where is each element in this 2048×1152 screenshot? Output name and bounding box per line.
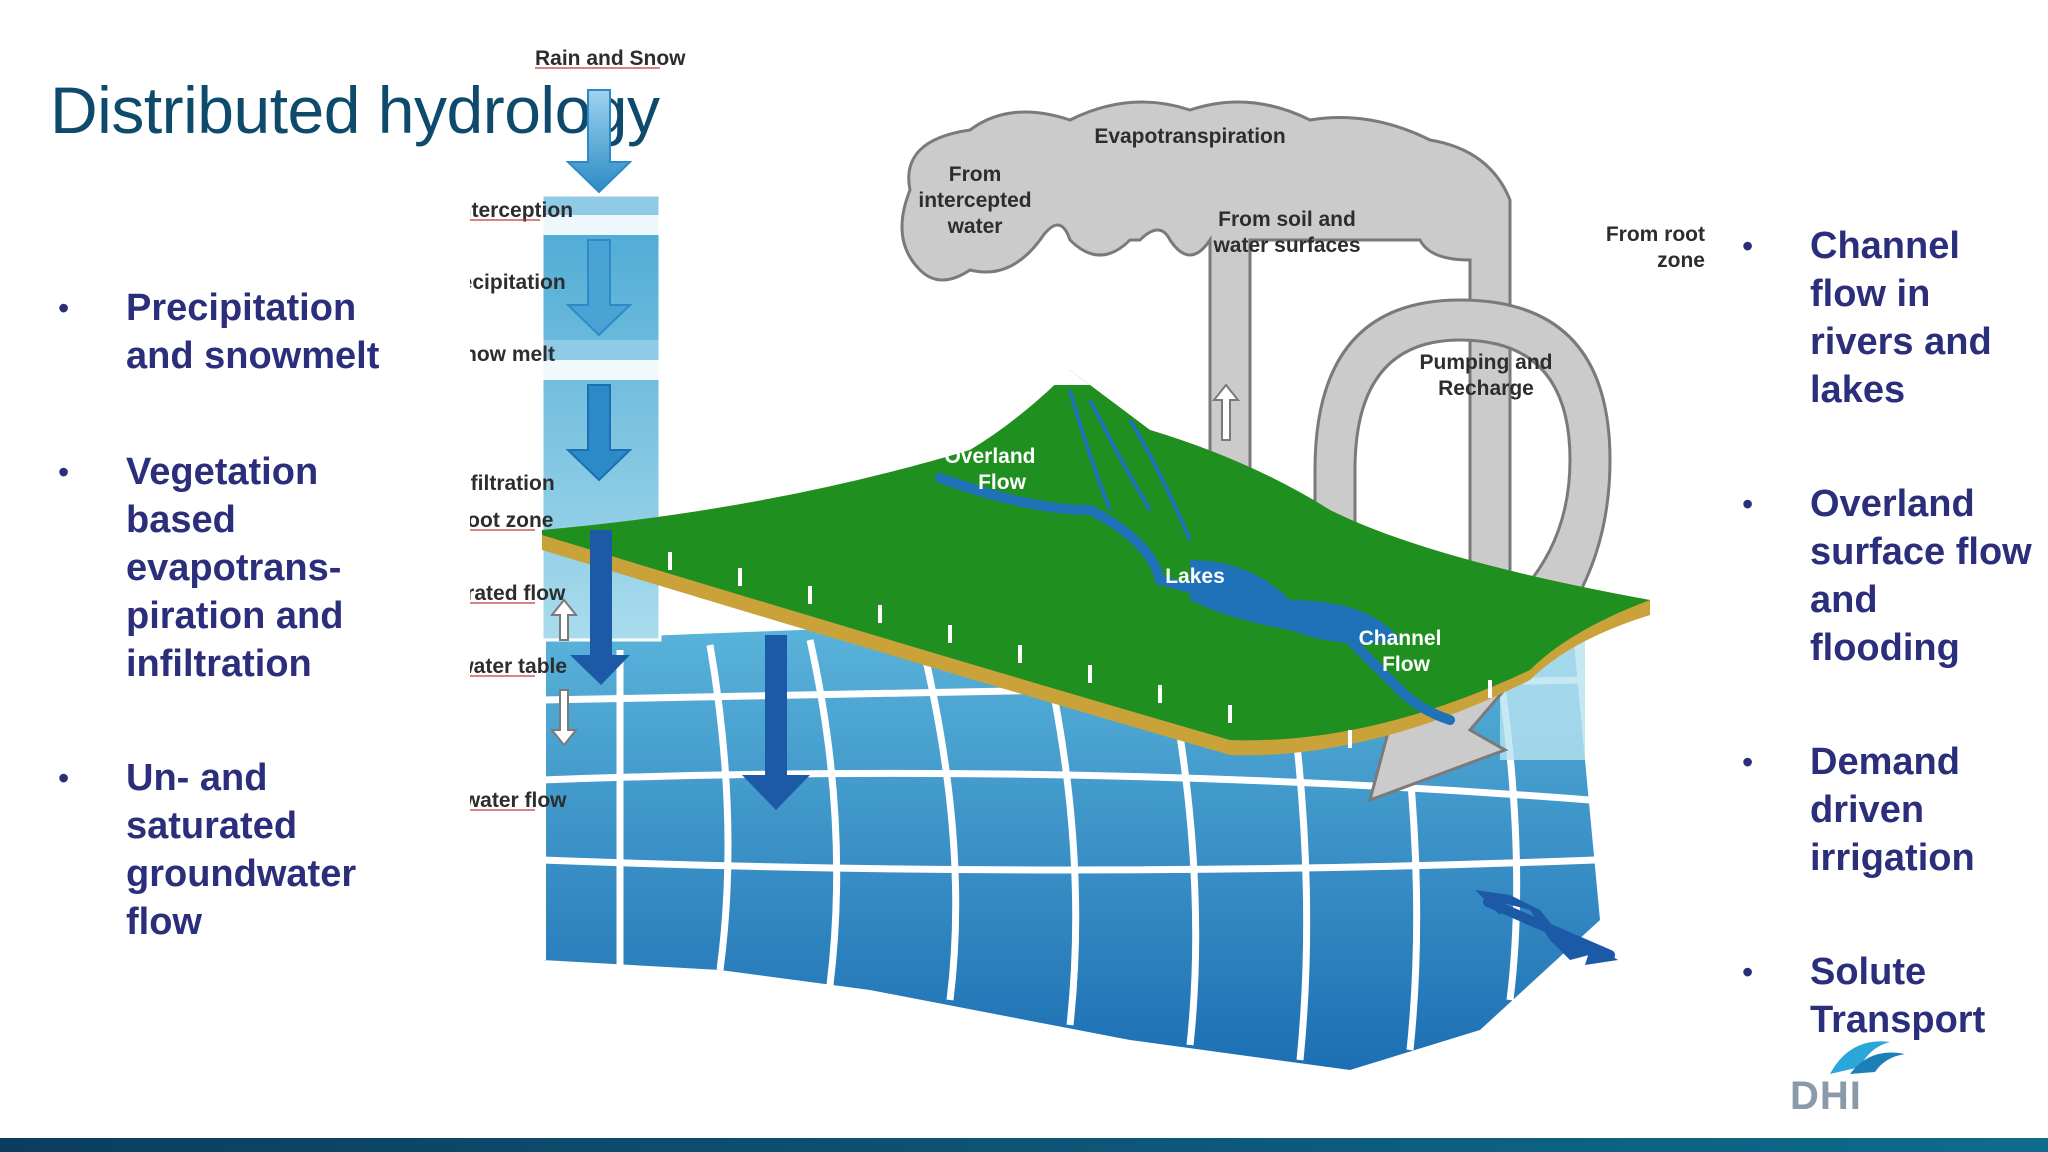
label-from-soil-line-1: From soil and	[1218, 208, 1356, 231]
label-net-precipitation: Net precipitation	[470, 271, 566, 294]
label-snow-melt: Snow melt	[470, 343, 555, 366]
bullet-groundwater: Un- and saturated groundwater flow	[50, 754, 430, 946]
label-unsaturated-flow: Unsaturated flow	[470, 582, 566, 605]
left-bullet-list: Precipitation and snowmelt Vegetation ba…	[50, 284, 430, 1014]
label-root-zone: Root zone	[470, 509, 553, 532]
bullet-solute-transport: Solute Transport	[1734, 948, 2034, 1044]
dhi-logo: DHI	[1790, 1032, 1930, 1118]
label-from-root-line-2: zone	[1657, 249, 1705, 272]
diagram-labels: Rain and Snow Canopy interception Net pr…	[470, 47, 1705, 812]
bullet-irrigation: Demand driven irrigation	[1734, 738, 2034, 882]
label-moving-water-table: Moving water table	[470, 655, 567, 678]
hydrology-diagram: Rain and Snow Canopy interception Net pr…	[470, 47, 1705, 1070]
label-canopy-interception: Canopy interception	[470, 199, 573, 222]
label-overland-line-2: Flow	[978, 471, 1026, 494]
label-infiltration: Infiltration	[470, 472, 555, 495]
label-from-intercepted-line-2: intercepted	[918, 189, 1031, 212]
evapotranspiration-cloud	[900, 100, 1512, 642]
bottom-bar	[0, 1138, 2048, 1152]
label-evapotranspiration: Evapotranspiration	[1094, 125, 1285, 148]
label-pumping-line-1: Pumping and	[1420, 351, 1553, 374]
label-channel-line-2: Flow	[1382, 653, 1430, 676]
label-from-soil-line-2: water surfaces	[1212, 234, 1360, 257]
bullet-overland-flow: Overland surface flow and flooding	[1734, 480, 2034, 672]
dhi-logo-text: DHI	[1790, 1074, 1862, 1118]
label-groundwater-flow: Groundwater flow	[470, 789, 567, 812]
bullet-channel-flow: Channel flow in rivers and lakes	[1734, 222, 2034, 414]
land-surface	[542, 370, 1650, 756]
label-overland-line-1: Overland	[944, 445, 1035, 468]
label-from-root-line-1: From root	[1606, 223, 1705, 246]
label-channel-line-1: Channel	[1359, 627, 1442, 650]
dhi-wave-icon	[1830, 1041, 1905, 1074]
label-from-intercepted-line-3: water	[947, 215, 1003, 238]
slide-title: Distributed hydrology	[50, 73, 660, 147]
label-pumping-line-2: Recharge	[1438, 377, 1534, 400]
bullet-precipitation: Precipitation and snowmelt	[50, 284, 430, 380]
right-bullet-list: Channel flow in rivers and lakes Overlan…	[1734, 222, 2034, 1110]
label-from-intercepted-line-1: From	[949, 163, 1002, 186]
label-lakes: Lakes	[1165, 565, 1225, 588]
label-rain-and-snow: Rain and Snow	[535, 47, 686, 70]
precipitation-arrows	[565, 89, 1618, 965]
water-table-arrows	[549, 383, 1241, 747]
bullet-vegetation: Vegetation based evapotrans-piration and…	[50, 448, 430, 688]
